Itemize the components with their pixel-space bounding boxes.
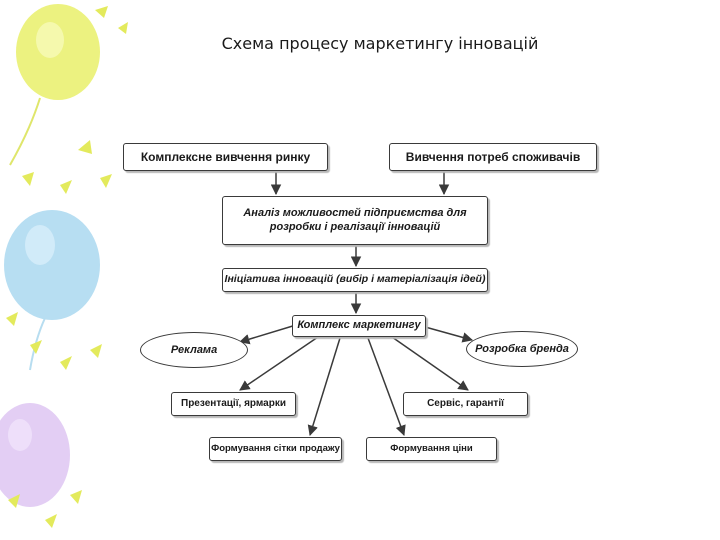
advertising-label: Реклама <box>170 344 218 356</box>
arrow-complex-to-pricing <box>367 337 406 436</box>
arrow-complex-to-brand <box>417 324 474 343</box>
arrow-complex-to-sales-network <box>307 337 341 437</box>
capability-analysis-label: Аналіз можливостей підприємства для розр… <box>243 206 467 233</box>
innovation-initiative-label: Ініціатива інновацій (вибір і матеріаліз… <box>224 273 486 286</box>
marketing-complex-label: Комплекс маркетингу <box>297 319 421 332</box>
capability-analysis-box: Аналіз можливостей підприємства для розр… <box>222 196 488 245</box>
market-research-label: Комплексне вивчення ринку <box>140 149 311 164</box>
pricing-box: Формування ціни <box>366 437 497 461</box>
presentations-fairs-box: Презентації, ярмарки <box>171 392 296 416</box>
sales-network-box: Формування сітки продажу <box>209 437 342 461</box>
slide-title: Схема процесу маркетингу інновацій <box>221 34 539 53</box>
service-warranties-label: Сервіс, гарантії <box>427 397 504 409</box>
service-warranties-box: Сервіс, гарантії <box>403 392 528 416</box>
consumer-needs-box: Вивчення потреб споживачів <box>389 143 597 171</box>
sales-network-label: Формування сітки продажу <box>211 443 340 455</box>
arrow-complex-to-presentations <box>239 336 319 391</box>
brand-development-label: Розробка бренда <box>475 343 569 355</box>
marketing-complex-box: Комплекс маркетингу <box>292 315 426 337</box>
innovation-initiative-box: Ініціатива інновацій (вибір і матеріаліз… <box>222 268 488 292</box>
advertising-ellipse: Реклама <box>140 332 248 368</box>
confetti <box>95 6 108 18</box>
market-research-box: Комплексне вивчення ринку <box>123 143 328 171</box>
pricing-label: Формування ціни <box>390 443 473 455</box>
brand-development-ellipse: Розробка бренда <box>466 331 578 367</box>
arrow-complex-to-advertising <box>238 324 297 345</box>
presentations-fairs-label: Презентації, ярмарки <box>181 397 286 409</box>
arrow-complex-to-service <box>391 336 469 391</box>
consumer-needs-label: Вивчення потреб споживачів <box>405 149 581 164</box>
balloons-decoration <box>0 4 128 528</box>
